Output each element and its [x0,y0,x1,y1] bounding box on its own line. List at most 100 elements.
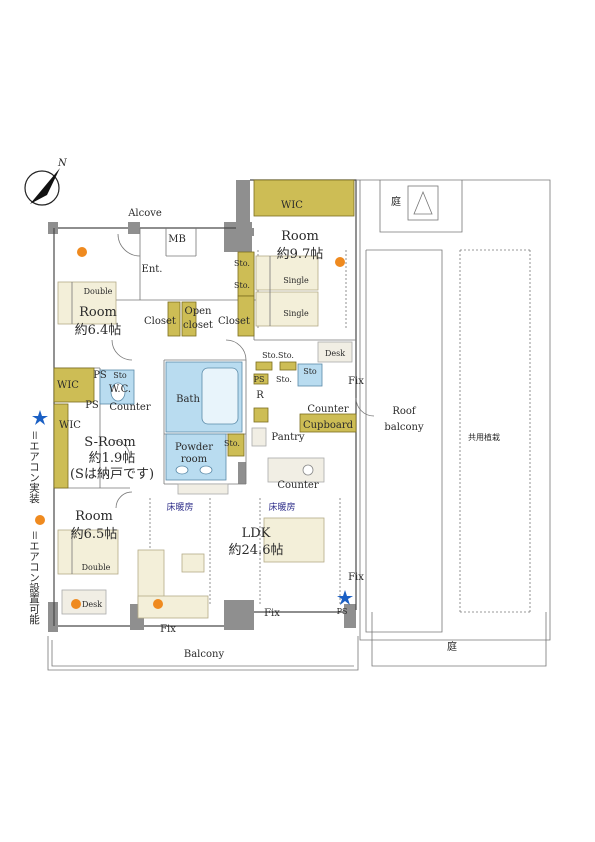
label-wic-2: WIC [57,380,79,391]
wic-3 [53,403,69,489]
label-sto-4: Sto. [276,375,292,384]
coffee-table [181,553,205,573]
label-sto-2: Sto. [234,281,250,290]
label-fix-1: Fix [348,376,364,387]
double-bed-1 [57,281,117,325]
label-counter-1: Counter [109,402,150,413]
closet-left [167,301,181,337]
desk-bottom-left [61,589,107,615]
label-sto-1: Sto. [234,259,250,268]
label-sto-5: Sto [303,367,317,376]
sto-wet-kitchen [297,363,323,387]
ac-possible-dot [335,257,345,267]
dining-table [263,517,325,563]
label-room-97-name: Room [281,229,319,244]
label-closet-1: Closet [144,316,176,327]
label-open-closet-1: Open [185,306,213,317]
label-room-64-size: 約6.4帖 [75,323,122,338]
bathtub-icon [201,367,239,425]
ac-possible-dot [153,599,163,609]
legend: ＝エアコン実装 ＝エアコン設置可能 [28,410,48,625]
label-wic-3: WIC [59,420,81,431]
label-heating-2: 床暖房 [268,501,295,513]
outline [47,179,551,671]
toilet-icon [110,382,126,402]
ac-possible-dot [77,247,87,257]
label-closet-2: Closet [218,316,250,327]
label-room-65-name: Room [75,509,113,524]
label-ldk-size: 約24.6帖 [229,543,284,558]
label-wc: W.C. [109,384,131,395]
desk-top-right [317,341,353,363]
label-ldk-name: LDK [242,526,271,541]
label-ps-3: PS [254,375,265,384]
label-powder-1: Powder [175,442,213,453]
label-balcony: Balcony [184,649,225,660]
single-bed-1 [255,255,319,291]
north-arrow-icon [30,168,60,204]
label-counter-2: Counter [307,404,348,415]
double-bed-2 [57,529,119,575]
label-powder-2: room [181,454,208,465]
legend-dot-icon [35,515,45,525]
kitchen-island [267,457,325,483]
label-sroom-note: (Sは納戸です) [70,467,154,482]
label-mb: MB [168,234,186,245]
wet-areas [99,361,323,481]
label-sto-6: Sto. [224,439,240,448]
label-room-64-name: Room [79,305,117,320]
stove-icon [251,427,267,447]
label-fix-3: Fix [160,624,176,635]
label-garden-bottom: 庭 [447,640,457,653]
wic-2 [53,367,95,403]
label-double-1: Double [84,287,113,296]
label-desk-2: Desk [82,600,102,609]
label-roof-balcony-2: balcony [384,422,424,433]
ac-markers [71,247,353,609]
label-room-97-size: 約9.7帖 [277,247,324,262]
powder-room-area [165,433,227,481]
label-sto-3: Sto [113,371,127,380]
ps-kitchen [253,373,269,385]
legend-star-icon [32,410,48,425]
storage-areas [53,179,357,489]
label-bath: Bath [176,394,200,405]
walls [48,180,356,632]
compass-north-label: N [57,158,68,169]
compass: N [24,158,68,206]
sto-powder [227,433,245,457]
label-fix-2: Fix [348,572,364,583]
label-wic-top: WIC [281,200,303,211]
label-fix-4: Fix [264,608,280,619]
wic-top [253,179,355,217]
label-single-2: Single [283,309,309,318]
legend-ac-installed: ＝エアコン実装 [28,430,40,504]
label-cupboard: Cupboard [303,420,354,431]
tv-board [177,483,229,495]
label-heating-1: 床暖房 [166,501,193,513]
compass-ring [24,170,60,206]
label-ent: Ent. [142,264,163,275]
label-open-closet-2: closet [183,320,213,331]
label-sto-sto: Sto.Sto. [262,351,294,360]
sto-kitchen-1 [255,361,273,371]
sofa-main [137,595,209,619]
cupboard [299,413,357,433]
ac-possible-dot [71,599,81,609]
label-roof-balcony-1: Roof [392,406,417,417]
ac-installed-star-icon [337,590,353,605]
label-ps-1: PS [93,370,107,381]
label-ps-2: PS [85,400,99,411]
legend-ac-possible: ＝エアコン設置可能 [28,530,40,625]
label-counter-3: Counter [277,480,318,491]
label-garden-top: 庭 [391,195,401,208]
sto-right-2 [237,295,255,337]
label-ps-4: PS [337,607,348,616]
label-pantry: Pantry [271,432,304,443]
label-r: R [256,390,264,401]
sto-kitchen-2 [279,361,297,371]
label-single-1: Single [283,276,309,285]
labels: WIC MB Alcove Ent. Room 約9.7帖 Sto. Sto. … [57,195,500,660]
label-sroom-size: 約1.9帖 [89,451,136,466]
